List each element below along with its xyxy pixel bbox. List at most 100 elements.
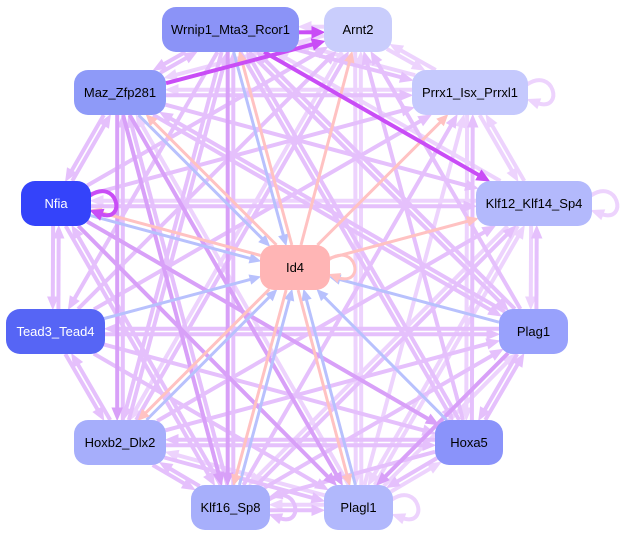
edge-wrnip1-to-id4 <box>232 51 289 247</box>
edge-arrowhead <box>590 209 606 221</box>
edge-line <box>490 123 527 183</box>
edge-arrowhead <box>427 461 442 474</box>
node-id4: Id4 <box>260 245 330 290</box>
edge-line <box>375 60 523 311</box>
edge-arrowhead <box>248 274 262 285</box>
edge-hoxa5-to-id4 <box>316 289 448 422</box>
edge-arrowhead <box>231 473 242 487</box>
edge-line <box>383 351 510 479</box>
edge-line <box>240 60 294 246</box>
edge-nfia-to-tead3 <box>47 225 59 311</box>
edge-plagl1-to-hoxa5 <box>389 461 442 494</box>
edge-line <box>86 219 430 421</box>
edge-line <box>263 50 481 178</box>
edge-line <box>88 189 119 218</box>
edge-arrowhead <box>47 296 59 311</box>
node-label: Arnt2 <box>342 22 374 37</box>
edge-line <box>129 125 230 486</box>
edge-arrowhead <box>344 50 355 64</box>
edge-hoxb2-to-klf12 <box>156 225 497 423</box>
edge-klf16-to-klf12 <box>255 225 517 487</box>
edge-klf16-to-plagl1 <box>270 504 326 517</box>
node-label: Klf12_Klf14_Sp4 <box>485 196 583 211</box>
edge-arrowhead <box>310 38 326 51</box>
edge-plag1-to-hoxa5 <box>478 352 519 422</box>
edge-line <box>76 224 330 479</box>
edge-arrowhead <box>89 208 105 221</box>
edge-arrowhead <box>268 498 283 511</box>
edge-arrowhead <box>158 111 174 124</box>
edge-line <box>164 341 489 433</box>
edge-wrnip1-to-maz <box>152 50 187 71</box>
edge-arrowhead <box>137 408 150 421</box>
edge-id4-to-arnt2 <box>299 50 355 246</box>
edge-line <box>90 108 404 197</box>
node-label: Klf16_Sp8 <box>200 500 261 515</box>
node-label: Plagl1 <box>340 500 377 515</box>
edge-id4-to-klf16 <box>231 289 288 487</box>
edge-plag1-to-klf12 <box>530 224 543 310</box>
edge-arrowhead <box>526 98 542 110</box>
node-tead3-tead4: Tead3_Tead4 <box>6 309 105 354</box>
edge-arrowhead <box>391 513 407 525</box>
edge-arrowhead <box>145 114 158 127</box>
edge-arrowhead <box>268 513 284 525</box>
edge-line <box>362 125 463 486</box>
edge-klf16-to-plag1 <box>263 348 504 490</box>
edge-arrowhead <box>513 224 525 240</box>
edge-nfia-to-id4 <box>90 214 262 264</box>
edge-arrowhead <box>502 225 517 239</box>
node-label: Tead3_Tead4 <box>16 324 95 339</box>
edge-plag1-to-maz <box>158 111 506 314</box>
edge-id4-to-prrx1 <box>316 114 449 247</box>
edge-arrowhead <box>506 167 519 183</box>
edge-arrowhead <box>495 297 509 311</box>
edge-arrowhead <box>316 289 329 302</box>
node-label: Wrnip1_Mta3_Rcor1 <box>171 22 290 37</box>
edge-arrowhead <box>460 407 473 422</box>
edge-hoxa5-to-prrx1 <box>466 113 479 421</box>
edge-line <box>304 298 357 486</box>
edge-arrowhead <box>422 439 437 452</box>
edge-arrowhead <box>163 69 179 81</box>
node-label: Id4 <box>285 260 305 275</box>
edge-line <box>159 55 188 75</box>
edge-tead3-to-id4 <box>103 274 262 320</box>
node-arnt2: Arnt2 <box>324 7 392 52</box>
edge-arrowhead <box>370 50 383 66</box>
edge-plagl1-to-id4 <box>301 288 357 486</box>
edge-arrowhead <box>464 179 479 191</box>
edge-line <box>63 352 100 412</box>
edge-line <box>255 232 509 487</box>
edge-line <box>338 277 500 324</box>
edge-arrowhead <box>512 352 525 368</box>
edge-arrowhead <box>158 461 174 474</box>
edge-line <box>296 289 349 477</box>
edge-arrowhead <box>367 471 380 487</box>
edge-plagl1-to-prrx1 <box>362 113 467 486</box>
edge-klf12-to-plag1 <box>525 225 537 311</box>
edge-arrowhead <box>323 472 338 487</box>
node-label: Nfia <box>44 196 68 211</box>
edge-arrowhead <box>180 478 196 491</box>
edge-prrx1-to-klf12 <box>477 113 519 183</box>
edge-line <box>525 78 556 107</box>
edge-hoxb2-to-plag1 <box>164 338 501 433</box>
edge-nfia-to-maz <box>70 113 111 182</box>
edge-line <box>234 289 288 477</box>
edge-line <box>280 449 436 496</box>
edge-arrowhead <box>375 472 390 486</box>
edge-line <box>299 60 352 246</box>
edge-line <box>469 126 475 421</box>
edge-line <box>389 466 432 494</box>
edge-arrowhead <box>525 296 537 311</box>
edge-nfia-to-arnt2 <box>86 46 329 188</box>
edge-line <box>589 189 620 218</box>
edge-arrowhead <box>164 449 180 461</box>
edge-line <box>390 493 421 522</box>
edge-klf16-to-hoxb2 <box>158 461 201 488</box>
edge-arrowhead <box>284 288 295 302</box>
edge-line <box>145 295 271 422</box>
edge-line <box>152 120 278 247</box>
